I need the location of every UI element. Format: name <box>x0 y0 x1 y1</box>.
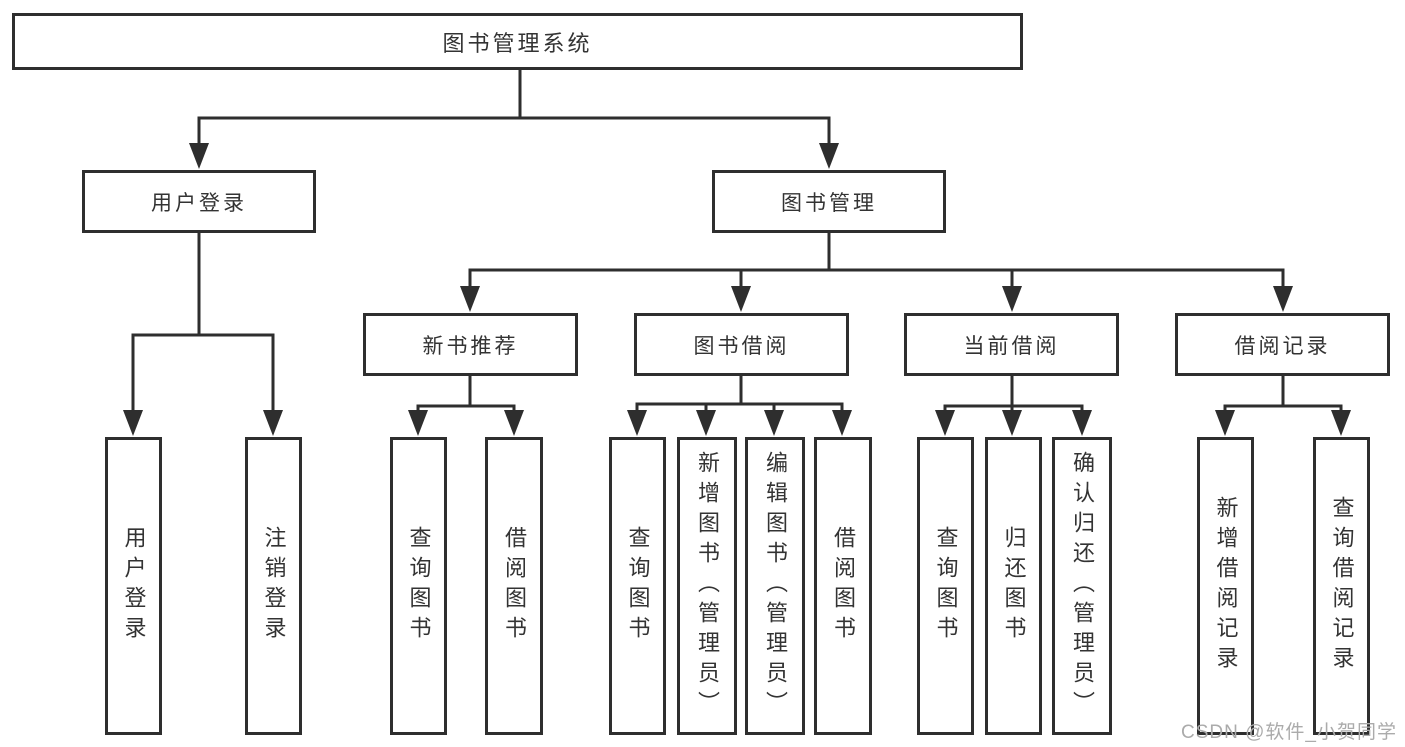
node-book-manage: 图书管理 <box>712 170 946 233</box>
leaf-edit-books-admin-label: 编辑图书（管理员） <box>763 451 788 721</box>
arrowhead-icon <box>460 286 480 312</box>
leaf-user-login: 用户登录 <box>105 437 162 735</box>
leaf-query-books-recommend-label: 查询图书 <box>406 526 432 646</box>
node-user-login-label: 用户登录 <box>151 191 247 215</box>
leaf-query-books-borrow-label: 查询图书 <box>625 526 651 646</box>
leaf-query-borrow-record-label: 查询借阅记录 <box>1329 496 1355 676</box>
leaf-query-books-current-label: 查询图书 <box>933 526 959 646</box>
node-borrow-records: 借阅记录 <box>1175 313 1390 376</box>
node-current-borrow-label: 当前借阅 <box>963 334 1060 358</box>
arrowhead-icon <box>123 410 143 436</box>
arrowhead-icon <box>935 410 955 436</box>
node-library-system: 图书管理系统 <box>12 13 1023 70</box>
leaf-confirm-return-admin-label: 确认归还（管理员） <box>1070 451 1095 721</box>
leaf-borrow-books-recommend-label: 借阅图书 <box>502 526 527 646</box>
leaf-query-books-borrow: 查询图书 <box>609 437 666 735</box>
arrowhead-icon <box>1273 286 1293 312</box>
leaf-confirm-return-admin: 确认归还（管理员） <box>1052 437 1112 735</box>
leaf-query-books-recommend: 查询图书 <box>390 437 447 735</box>
arrowhead-icon <box>1002 410 1022 436</box>
node-borrow-records-label: 借阅记录 <box>1234 334 1331 358</box>
connector-path <box>131 68 1343 417</box>
arrowhead-icon <box>1002 286 1022 312</box>
leaf-query-books-current: 查询图书 <box>917 437 974 735</box>
arrowhead-icon <box>263 410 283 436</box>
node-user-login: 用户登录 <box>82 170 316 233</box>
leaf-add-books-admin-label: 新增图书（管理员） <box>695 451 720 721</box>
arrowhead-icon <box>408 410 428 436</box>
leaf-query-borrow-record: 查询借阅记录 <box>1313 437 1370 735</box>
leaf-return-books-label: 归还图书 <box>1001 526 1027 646</box>
arrowhead-icon <box>832 410 852 436</box>
arrowhead-icon <box>1331 410 1351 436</box>
leaf-logout-label: 注销登录 <box>261 526 287 646</box>
leaf-add-borrow-record-label: 新增借阅记录 <box>1213 496 1239 676</box>
arrowhead-icon <box>189 143 209 169</box>
leaf-return-books: 归还图书 <box>985 437 1042 735</box>
leaf-add-books-admin: 新增图书（管理员） <box>677 437 737 735</box>
leaf-borrow-books-recommend: 借阅图书 <box>485 437 543 735</box>
arrowhead-icon <box>731 286 751 312</box>
node-new-book-recommend: 新书推荐 <box>363 313 578 376</box>
node-book-manage-label: 图书管理 <box>781 191 877 215</box>
arrowhead-icon <box>819 143 839 169</box>
node-current-borrow: 当前借阅 <box>904 313 1119 376</box>
arrowhead-icon <box>1072 410 1092 436</box>
leaf-borrow-books-borrow-label: 借阅图书 <box>831 526 856 646</box>
leaf-edit-books-admin: 编辑图书（管理员） <box>745 437 805 735</box>
leaf-add-borrow-record: 新增借阅记录 <box>1197 437 1254 735</box>
arrowheads <box>123 143 1351 436</box>
leaf-user-login-label: 用户登录 <box>121 526 147 646</box>
node-book-borrow: 图书借阅 <box>634 313 849 376</box>
arrowhead-icon <box>504 410 524 436</box>
arrowhead-icon <box>764 410 784 436</box>
watermark: CSDN @软件_小贺同学 <box>1181 722 1397 743</box>
leaf-logout: 注销登录 <box>245 437 302 735</box>
node-new-book-recommend-label: 新书推荐 <box>422 334 519 358</box>
arrowhead-icon <box>1215 410 1235 436</box>
arrowhead-icon <box>696 410 716 436</box>
node-library-system-label: 图书管理系统 <box>442 30 593 56</box>
arrowhead-icon <box>627 410 647 436</box>
node-book-borrow-label: 图书借阅 <box>693 334 790 358</box>
leaf-borrow-books-borrow: 借阅图书 <box>814 437 872 735</box>
